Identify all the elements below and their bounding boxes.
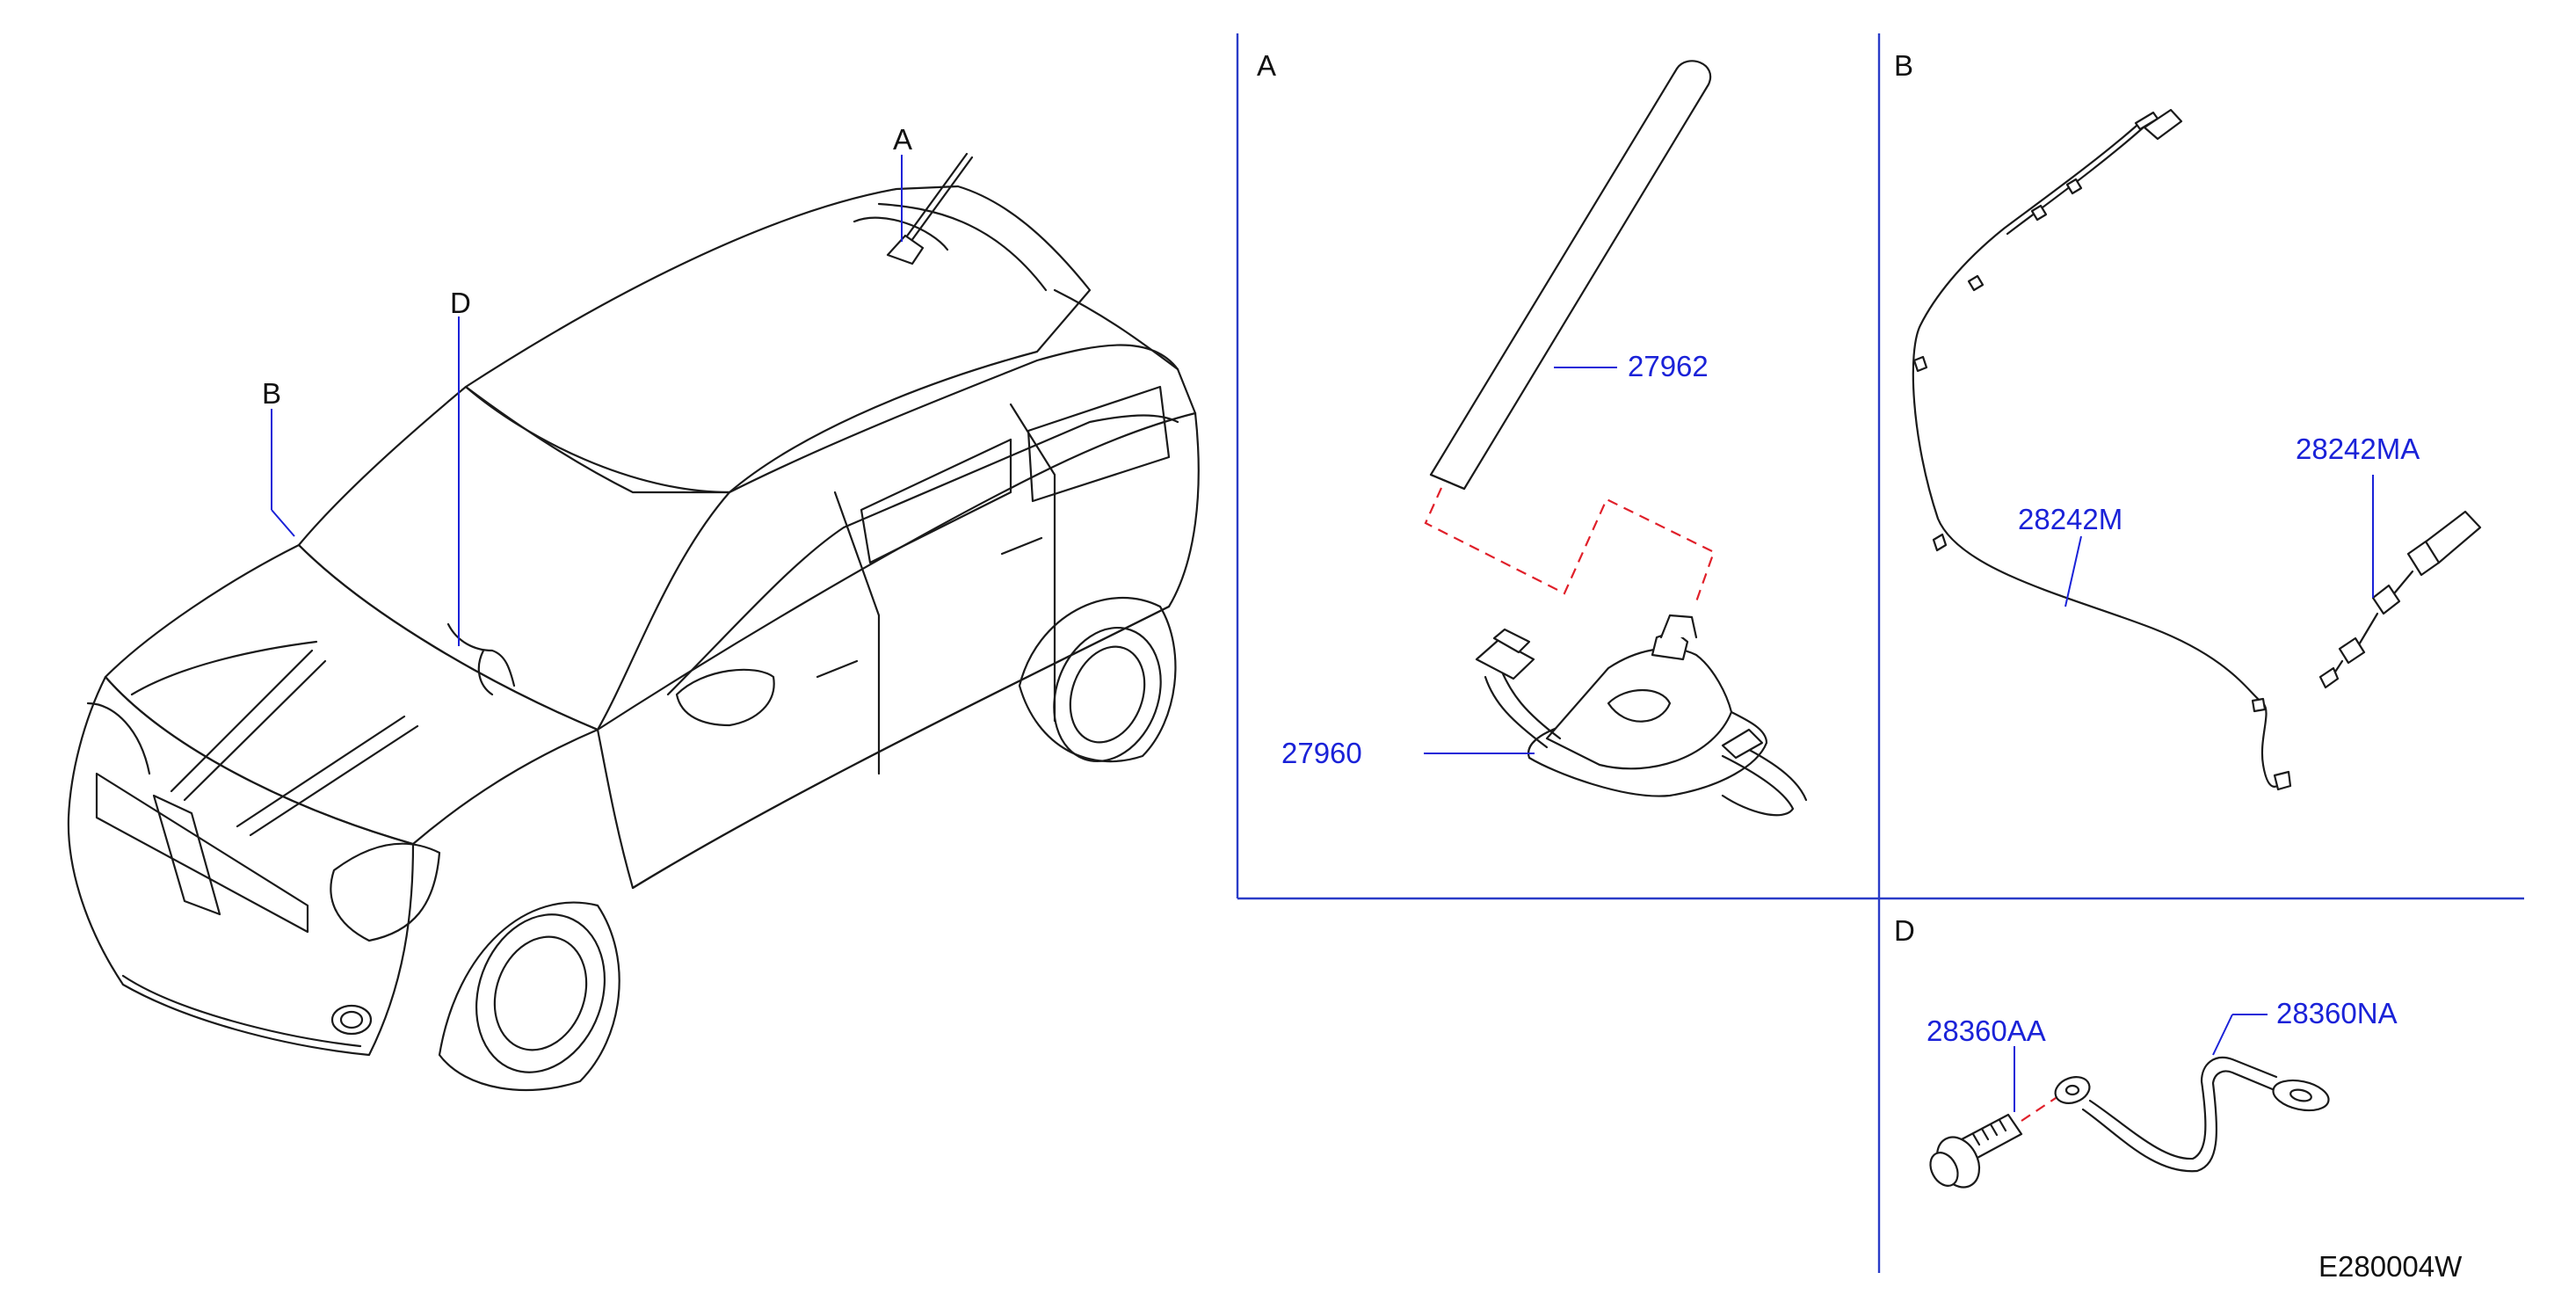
feeder-cable-28242m bbox=[1912, 108, 2292, 791]
rod-antenna-27962 bbox=[1429, 60, 1712, 491]
panel-d-label: D bbox=[1894, 914, 1915, 947]
panel-d-callouts: 28360AA 28360NA bbox=[1927, 997, 2398, 1112]
part-number-28242m: 28242M bbox=[2018, 503, 2122, 535]
antenna-base-27960 bbox=[1475, 614, 1808, 817]
panel-b-label: B bbox=[1894, 49, 1913, 82]
part-number-28242ma: 28242MA bbox=[2296, 433, 2420, 465]
panel-b-callouts: 28242M 28242MA bbox=[2018, 433, 2420, 607]
part-number-27962: 27962 bbox=[1628, 350, 1709, 382]
bolt-assembly-dashed-line bbox=[2021, 1094, 2062, 1122]
callout-label-b: B bbox=[262, 377, 281, 410]
part-number-28360aa: 28360AA bbox=[1927, 1014, 2046, 1047]
bolt-28360aa bbox=[1929, 1113, 2023, 1189]
callout-label-a: A bbox=[893, 123, 912, 156]
ground-strap-28360na bbox=[2054, 1057, 2330, 1173]
illustration-code: E280004W bbox=[2318, 1250, 2463, 1283]
feeder-connector-28242ma bbox=[2318, 510, 2482, 689]
vehicle-illustration bbox=[67, 152, 1200, 1092]
panel-a-label: A bbox=[1257, 49, 1276, 82]
assembly-dashed-line bbox=[1424, 487, 1716, 607]
vehicle-callouts: A D B bbox=[262, 123, 912, 646]
panel-frame bbox=[1236, 33, 2524, 1273]
part-number-28360na: 28360NA bbox=[2276, 997, 2398, 1029]
callout-label-d: D bbox=[450, 287, 471, 319]
panel-a-callouts: 27962 27960 bbox=[1281, 350, 1709, 769]
part-number-27960: 27960 bbox=[1281, 737, 1362, 769]
